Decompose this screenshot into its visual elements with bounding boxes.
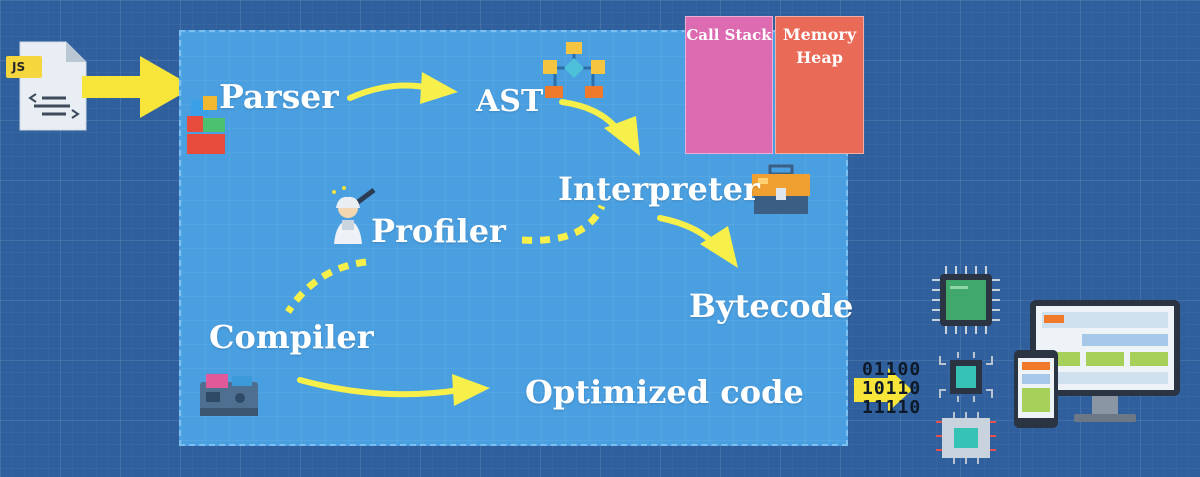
memory-heap-label-line2: Heap [796,48,843,68]
parser-label: Parser [219,77,339,116]
binary-code: 01100 10110 11110 [862,360,921,417]
call-stack-label: Call Stack [686,26,772,44]
binary-line: 10110 [862,378,922,399]
circuit-board-chip-icon [936,412,996,464]
input-arrow [82,56,194,118]
compiler-label: Compiler [209,318,374,356]
mobile-phone-icon [1014,350,1058,428]
memory-heap-box: Memory Heap [775,16,864,154]
js-file-icon: JS [6,38,88,132]
binary-line: 01100 [862,359,922,380]
call-stack-box: Call Stack [685,16,773,154]
arrow-parser-to-ast [347,72,458,104]
dotted-link-interpreter-profiler [521,204,606,244]
dotted-link-profiler-compiler [285,258,367,314]
output-arrow [854,368,912,412]
bytecode-label: Bytecode [689,287,854,325]
ast-label: AST [476,84,544,119]
binary-line: 11110 [862,397,922,418]
circuit-chip-icon [939,352,993,402]
js-badge: JS [12,60,26,74]
optimized-code-label: Optimized code [525,373,804,411]
js-file-icon-graphic [6,41,87,131]
toolbox-icon [752,164,810,214]
arrow-compiler-to-optimized [297,374,490,406]
profiler-label: Profiler [371,212,506,250]
arrow-ast-to-interpreter [559,99,640,156]
arrow-interpreter-to-bytecode [657,215,738,268]
cpu-chip-icon [932,266,1000,334]
interpreter-label: Interpreter [558,170,760,208]
scientist-icon [332,186,376,244]
desktop-monitor-icon [1030,300,1180,422]
memory-heap-label-line1: Memory [782,25,857,44]
tree-structure-icon [543,42,605,98]
machine-icon [200,374,258,416]
blocks-icon [187,96,225,154]
